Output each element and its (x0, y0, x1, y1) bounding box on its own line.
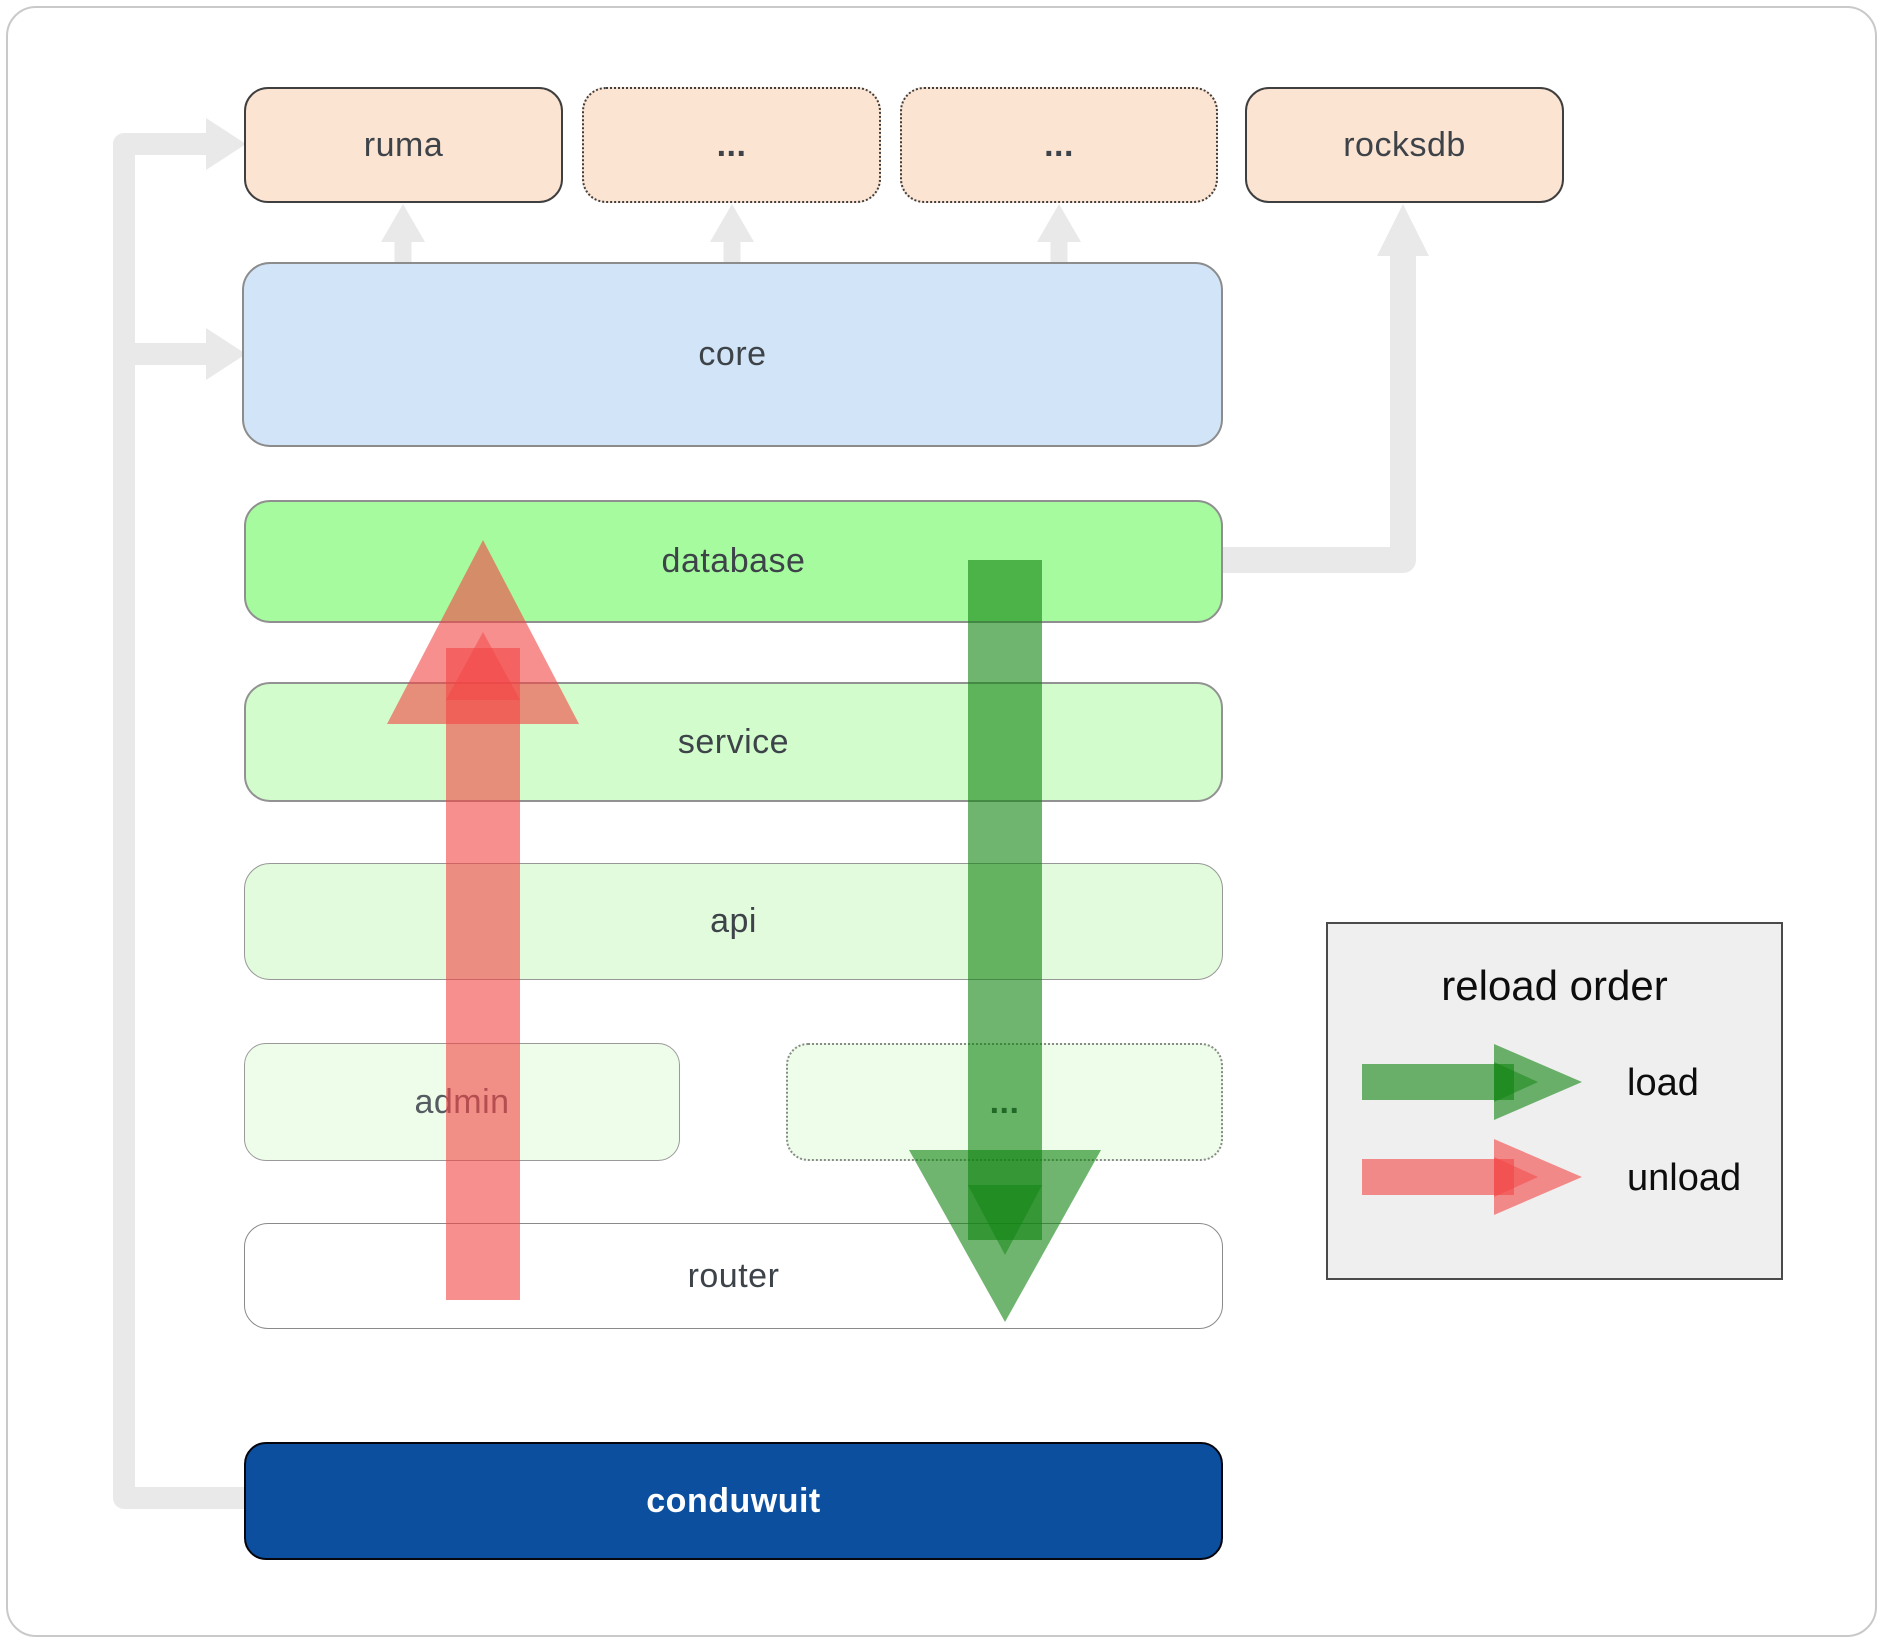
node-rocksdb-label: rocksdb (1343, 125, 1466, 164)
node-ruma: ruma (244, 87, 563, 203)
diagram-border (6, 6, 1877, 1637)
node-rocksdb: rocksdb (1245, 87, 1564, 203)
node-router-label: router (687, 1256, 780, 1295)
node-admin-label: admin (414, 1082, 510, 1121)
node-conduwuit-label: conduwuit (646, 1481, 821, 1520)
node-api: api (244, 863, 1223, 980)
node-conduwuit: conduwuit (244, 1442, 1223, 1560)
legend-reload-order: reload order load unload (1326, 922, 1783, 1280)
node-core-label: core (698, 335, 767, 373)
node-service-label: service (677, 722, 790, 761)
node-ellipsis-1: ... (582, 87, 881, 203)
node-core: core (242, 262, 1223, 447)
node-ellipsis-3: ... (786, 1043, 1223, 1161)
node-api-label: api (710, 902, 757, 940)
node-ellipsis-3-label: ... (989, 1082, 1020, 1121)
legend-unload-label: unload (1627, 1157, 1742, 1199)
legend-load-label: load (1627, 1062, 1699, 1104)
node-database-label: database (661, 542, 806, 580)
node-ruma-label: ruma (363, 125, 444, 164)
node-admin: admin (244, 1043, 680, 1161)
node-ellipsis-2: ... (900, 87, 1218, 203)
node-ellipsis-1-label: ... (716, 125, 747, 164)
node-service: service (244, 682, 1223, 802)
node-ellipsis-2-label: ... (1044, 125, 1074, 164)
legend-title: reload order (1441, 962, 1668, 1009)
node-router: router (244, 1223, 1223, 1329)
node-database: database (244, 500, 1223, 623)
